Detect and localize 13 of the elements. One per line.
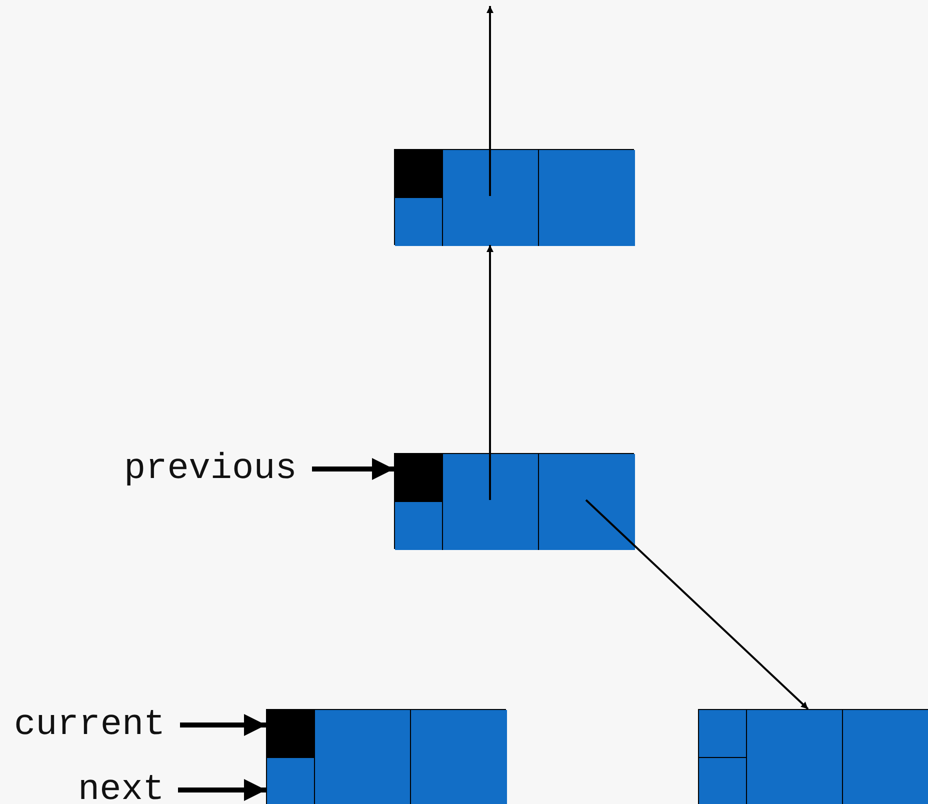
record-box — [394, 453, 634, 549]
arrow — [312, 458, 394, 480]
arrow — [180, 714, 266, 736]
arrow — [585, 499, 809, 710]
record-box — [394, 149, 634, 245]
arrow — [178, 779, 266, 801]
record-box — [266, 709, 506, 804]
pointer-label: next — [78, 770, 164, 804]
pointer-label: current — [14, 705, 166, 745]
pointer-label: previous — [124, 449, 297, 489]
arrow — [486, 6, 494, 196]
record-box — [698, 709, 928, 804]
arrow — [486, 245, 494, 500]
